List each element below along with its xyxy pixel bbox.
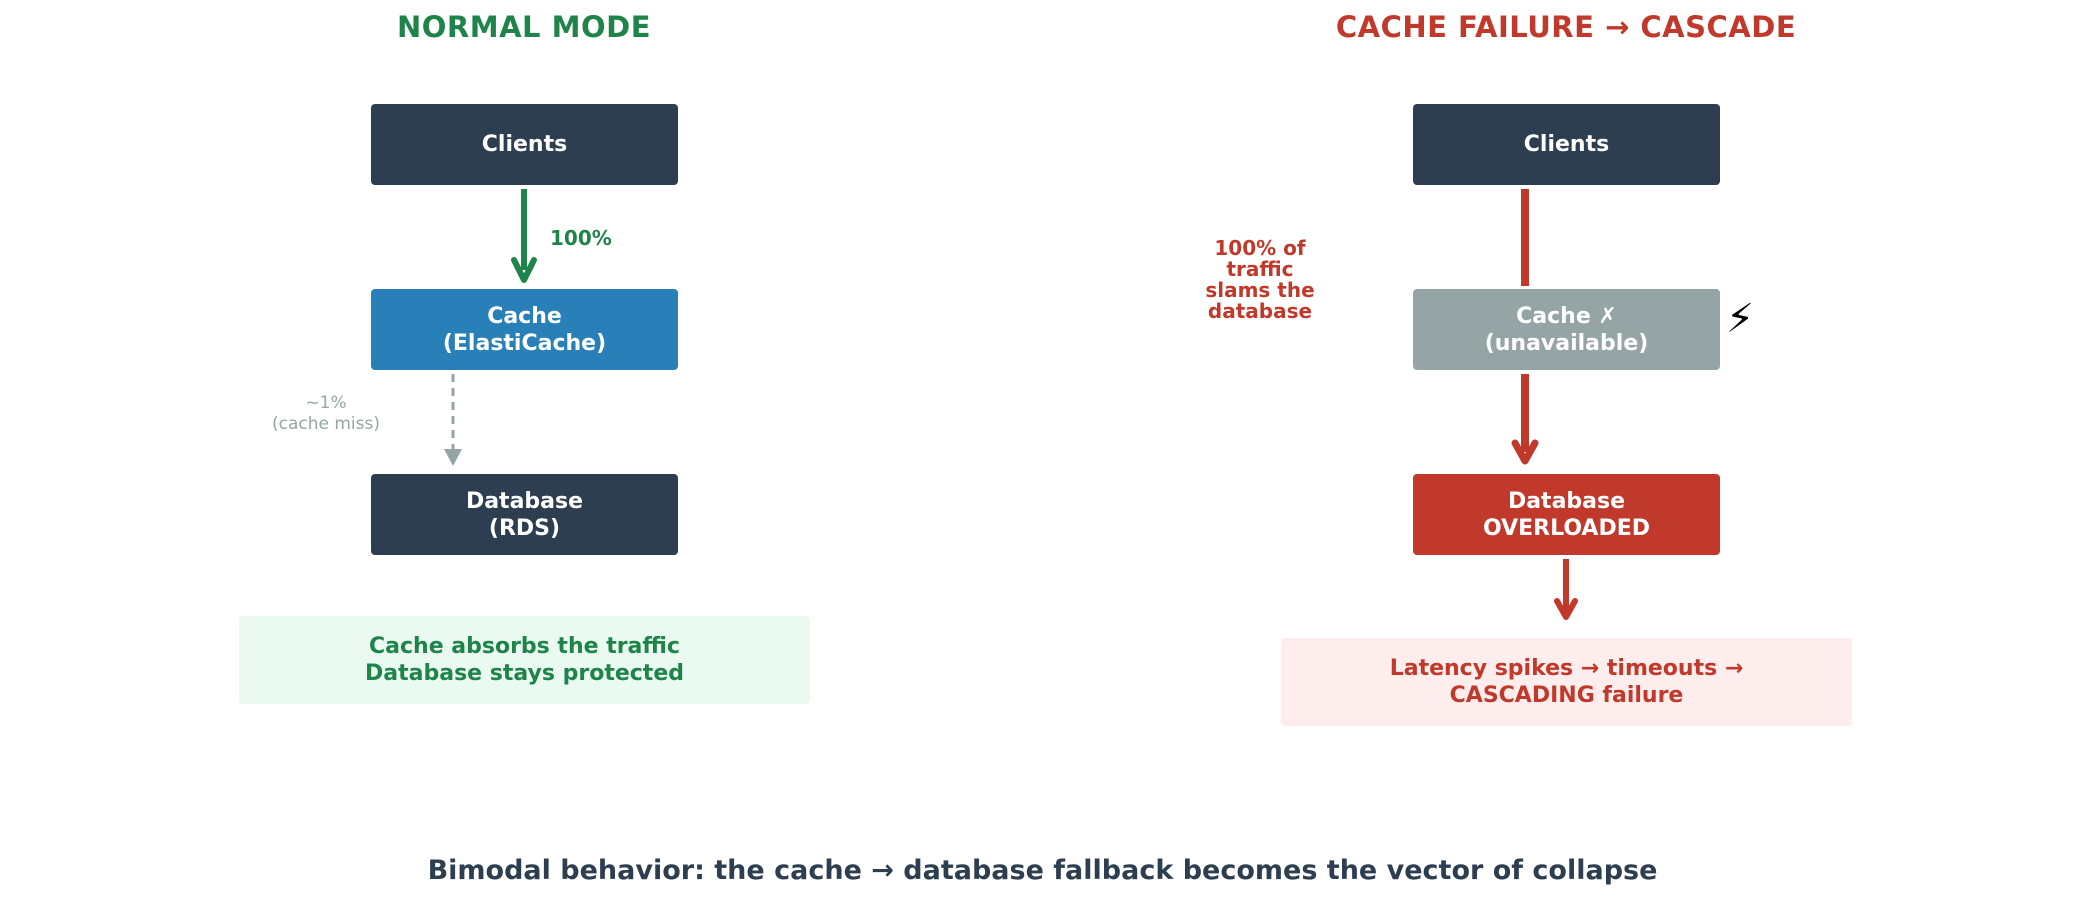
normal-cache-label-line2: (ElastiCache) <box>442 330 607 356</box>
normal-traffic-label: 100% <box>550 226 612 250</box>
failure-mode-heading: CACHE FAILURE → CASCADE <box>1335 10 1797 44</box>
normal-cache-miss-line1: ~1% <box>305 393 347 413</box>
normal-clients-to-cache-arrow <box>511 189 537 283</box>
normal-mode-heading: NORMAL MODE <box>396 10 652 44</box>
failure-database-to-callout-arrow <box>1554 559 1578 620</box>
failure-clients-label: Clients <box>1523 132 1610 157</box>
failure-traffic-line1: 100% of <box>1214 236 1306 260</box>
failure-cache-label-line2: (unavailable) <box>1484 330 1649 356</box>
failure-cache-label-line1: Cache ✗ <box>1516 303 1617 329</box>
normal-callout-line1: Cache absorbs the traffic <box>369 634 680 659</box>
normal-cache-miss-line2: (cache miss) <box>271 414 380 434</box>
normal-clients-box: Clients <box>371 104 678 185</box>
lightning-icon: ⚡ <box>1726 296 1755 342</box>
diagram-caption: Bimodal behavior: the cache → database f… <box>427 855 1658 886</box>
failure-cache-to-database-arrow <box>1511 374 1539 465</box>
failure-callout-line1: Latency spikes → timeouts → <box>1389 656 1744 681</box>
normal-database-box: Database (RDS) <box>371 474 678 555</box>
normal-cache-miss-arrow <box>444 374 462 466</box>
failure-traffic-label: 100% of traffic slams the database <box>1180 238 1340 322</box>
failure-outcome-callout: Latency spikes → timeouts → CASCADING fa… <box>1281 638 1852 726</box>
failure-clients-box: Clients <box>1413 104 1720 185</box>
failure-traffic-line3: slams the <box>1205 278 1315 302</box>
failure-traffic-line4: database <box>1207 299 1313 323</box>
normal-callout-line2: Database stays protected <box>365 661 684 686</box>
failure-database-label-line2: OVERLOADED <box>1482 515 1651 541</box>
normal-cache-miss-label: ~1% (cache miss) <box>256 393 396 435</box>
failure-database-box: Database OVERLOADED <box>1413 474 1720 555</box>
failure-cache-box: Cache ✗ (unavailable) <box>1413 289 1720 370</box>
failure-traffic-line2: traffic <box>1226 257 1294 281</box>
normal-clients-label: Clients <box>481 132 568 157</box>
normal-database-label-line2: (RDS) <box>488 515 561 541</box>
failure-callout-line2: CASCADING failure <box>1449 683 1684 708</box>
normal-database-label-line1: Database <box>465 488 584 514</box>
normal-cache-label-line1: Cache <box>487 303 562 329</box>
failure-database-label-line1: Database <box>1507 488 1626 514</box>
normal-cache-box: Cache (ElastiCache) <box>371 289 678 370</box>
normal-outcome-callout: Cache absorbs the traffic Database stays… <box>239 616 810 704</box>
